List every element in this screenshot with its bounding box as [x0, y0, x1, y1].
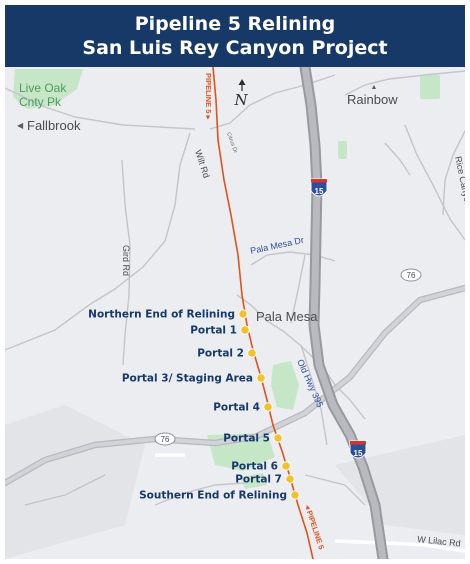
- marker-dot-southern-end[interactable]: [290, 490, 300, 500]
- route-76-shield-east: 76: [400, 268, 422, 282]
- marker-label-northern-end: Northern End of Relining: [88, 309, 235, 321]
- road-fallbrook: [5, 87, 196, 130]
- marker-label-portal-2: Portal 2: [197, 348, 244, 360]
- i15-shield-south-label: 15: [354, 449, 363, 458]
- road-wilt: [5, 132, 191, 351]
- road-ne-spur: [384, 142, 411, 176]
- road-gird: [121, 159, 131, 366]
- park-area-small: [338, 141, 347, 159]
- marker-label-portal-1: Portal 1: [190, 325, 237, 337]
- marker-label-portal-4: Portal 4: [213, 402, 260, 414]
- park-area-mid: [271, 361, 299, 410]
- map-canvas[interactable]: 15 15 76 76 Live Oak Cnty Pk ◀ Fallbrook…: [5, 67, 465, 559]
- road-pala-mesa-dr: [250, 251, 336, 266]
- live-oak-park-area: [13, 69, 83, 109]
- route-76: [5, 284, 465, 487]
- marker-dot-portal-1[interactable]: [240, 325, 250, 335]
- marker-dot-portal-4[interactable]: [263, 402, 273, 412]
- marker-dot-portal-2[interactable]: [247, 348, 257, 358]
- road-connector: [300, 344, 328, 446]
- road-old-hwy: [236, 294, 366, 420]
- route-76-west-label: 76: [161, 435, 170, 444]
- gird-rd-label: Gird Rd: [121, 245, 131, 276]
- road-rice-canyon-2: [442, 130, 465, 216]
- title-line-2: San Luis Rey Canyon Project: [82, 37, 388, 59]
- road-se: [304, 474, 366, 506]
- w-lilac-rd-label: W Lilac Rd: [417, 534, 461, 548]
- route-76-shield-west: 76: [154, 432, 176, 446]
- i15-shield-south: 15: [349, 440, 367, 459]
- pipeline-label-north: PIPELINE 5 ▸: [204, 73, 213, 121]
- marker-dot-northern-end[interactable]: [238, 309, 248, 319]
- map-frame: Pipeline 5 Relining San Luis Rey Canyon …: [5, 5, 465, 559]
- marker-label-portal-7: Portal 7: [235, 474, 282, 486]
- marker-label-portal-3: Portal 3/ Staging Area: [122, 373, 253, 385]
- portal-markers: Northern End of Relining Portal 1 Portal…: [88, 309, 300, 502]
- road-rice-canyon-1: [404, 124, 465, 241]
- interstate-15: [299, 67, 389, 559]
- park-area-small-south: [241, 473, 267, 489]
- minor-roads: [5, 70, 465, 506]
- map-header: Pipeline 5 Relining San Luis Rey Canyon …: [5, 5, 465, 67]
- marker-label-portal-6: Portal 6: [231, 461, 278, 473]
- title-line-1: Pipeline 5 Relining: [134, 13, 336, 35]
- fallbrook-arrow-icon: ◀: [17, 121, 24, 130]
- rainbow-label: Rainbow: [347, 92, 398, 107]
- road-pala-spur: [290, 254, 306, 324]
- live-oak-label-1: Live Oak: [19, 81, 67, 95]
- marker-dot-portal-7[interactable]: [285, 474, 295, 484]
- marker-label-southern-end: Southern End of Relining: [139, 490, 287, 502]
- white-roads: [155, 453, 465, 553]
- marker-dot-portal-6[interactable]: [281, 461, 291, 471]
- park-area-ne: [420, 75, 440, 99]
- live-oak-label-2: Cnty Pk: [19, 95, 62, 109]
- road-rainbow: [344, 70, 465, 96]
- road-w-lilac: [334, 539, 465, 553]
- pala-mesa-label: Pala Mesa: [256, 309, 318, 324]
- rainbow-marker-icon: ▲: [371, 84, 378, 91]
- marker-dot-portal-5[interactable]: [273, 433, 283, 443]
- road-sw-2: [24, 474, 106, 506]
- marker-label-portal-5: Portal 5: [223, 433, 270, 445]
- road-sw: [154, 482, 246, 506]
- i15-shield-north-label: 15: [315, 187, 324, 196]
- marker-dot-portal-3[interactable]: [256, 373, 266, 383]
- north-arrow-icon: N: [233, 79, 248, 109]
- route-76-east-label: 76: [407, 271, 416, 280]
- north-arrow-label: N: [233, 91, 248, 109]
- i15-shield-north: 15: [310, 178, 328, 197]
- fallbrook-label: Fallbrook: [27, 118, 81, 133]
